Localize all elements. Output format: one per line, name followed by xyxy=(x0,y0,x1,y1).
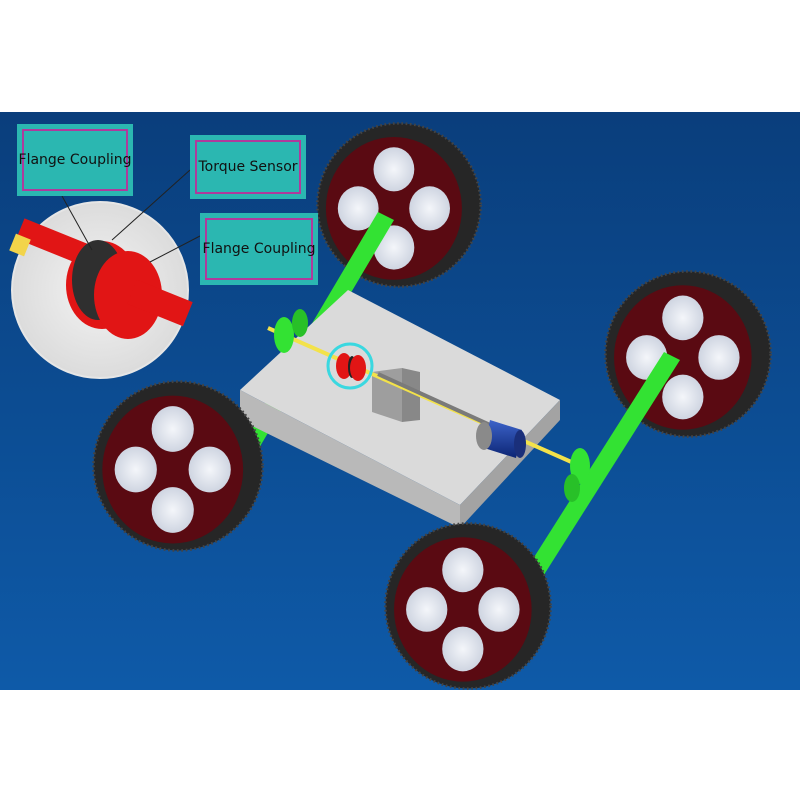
torque-sensor-highlight xyxy=(326,342,374,390)
label-flange-coupling-right: Flange Coupling xyxy=(203,218,316,280)
axle-couplings xyxy=(274,309,590,502)
drive-shaft xyxy=(267,326,586,470)
label-flange-coupling-left: Flange Coupling xyxy=(19,129,132,191)
chassis-block xyxy=(240,290,560,528)
callout-flange-coupling-left: Flange Coupling xyxy=(17,124,133,196)
wheel-bottom-left xyxy=(92,380,264,552)
callout-flange-coupling-right: Flange Coupling xyxy=(200,213,318,285)
wheel-bottom-right xyxy=(384,522,552,690)
motor xyxy=(476,420,526,458)
leader-lines xyxy=(61,169,201,263)
zoom-inset xyxy=(9,201,193,379)
wheel-top-left xyxy=(316,122,482,288)
callout-torque-sensor: Torque Sensor xyxy=(190,135,306,199)
label-torque-sensor: Torque Sensor xyxy=(195,140,301,194)
